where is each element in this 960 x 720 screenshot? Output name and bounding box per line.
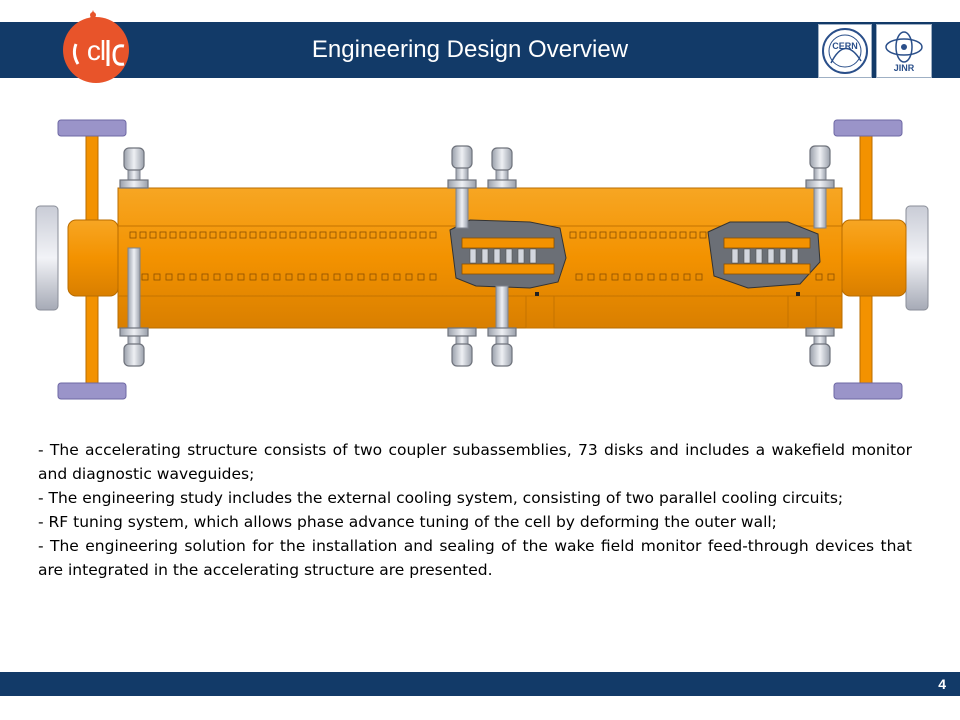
footer-bar: 4: [0, 672, 960, 696]
clic-logo: cl: [63, 10, 129, 83]
header-bar: [0, 22, 960, 78]
bullet-item: - RF tuning system, which allows phase a…: [38, 513, 777, 531]
bullet-item: - The accelerating structure consists of…: [38, 441, 912, 483]
slide-title: Engineering Design Overview: [311, 36, 629, 63]
bullet-item: - The engineering solution for the insta…: [38, 537, 912, 579]
cern-logo-mark: CERN: [822, 28, 868, 74]
disk-row-top: [129, 231, 707, 239]
bullet-list: - The accelerating structure consists of…: [38, 438, 912, 582]
disk-row-bottom: [129, 273, 835, 281]
jinr-logo: JINR: [876, 24, 932, 78]
jinr-logo-mark: JINR: [885, 31, 923, 73]
accelerating-structure-drawing: [35, 119, 929, 400]
page-number: 4: [938, 676, 946, 692]
bullet-item: - The engineering study includes the ext…: [38, 489, 844, 507]
svg-text:cl: cl: [87, 35, 105, 66]
svg-text:JINR: JINR: [894, 63, 915, 73]
svg-text:CERN: CERN: [832, 41, 858, 51]
cern-logo: CERN: [818, 24, 872, 78]
